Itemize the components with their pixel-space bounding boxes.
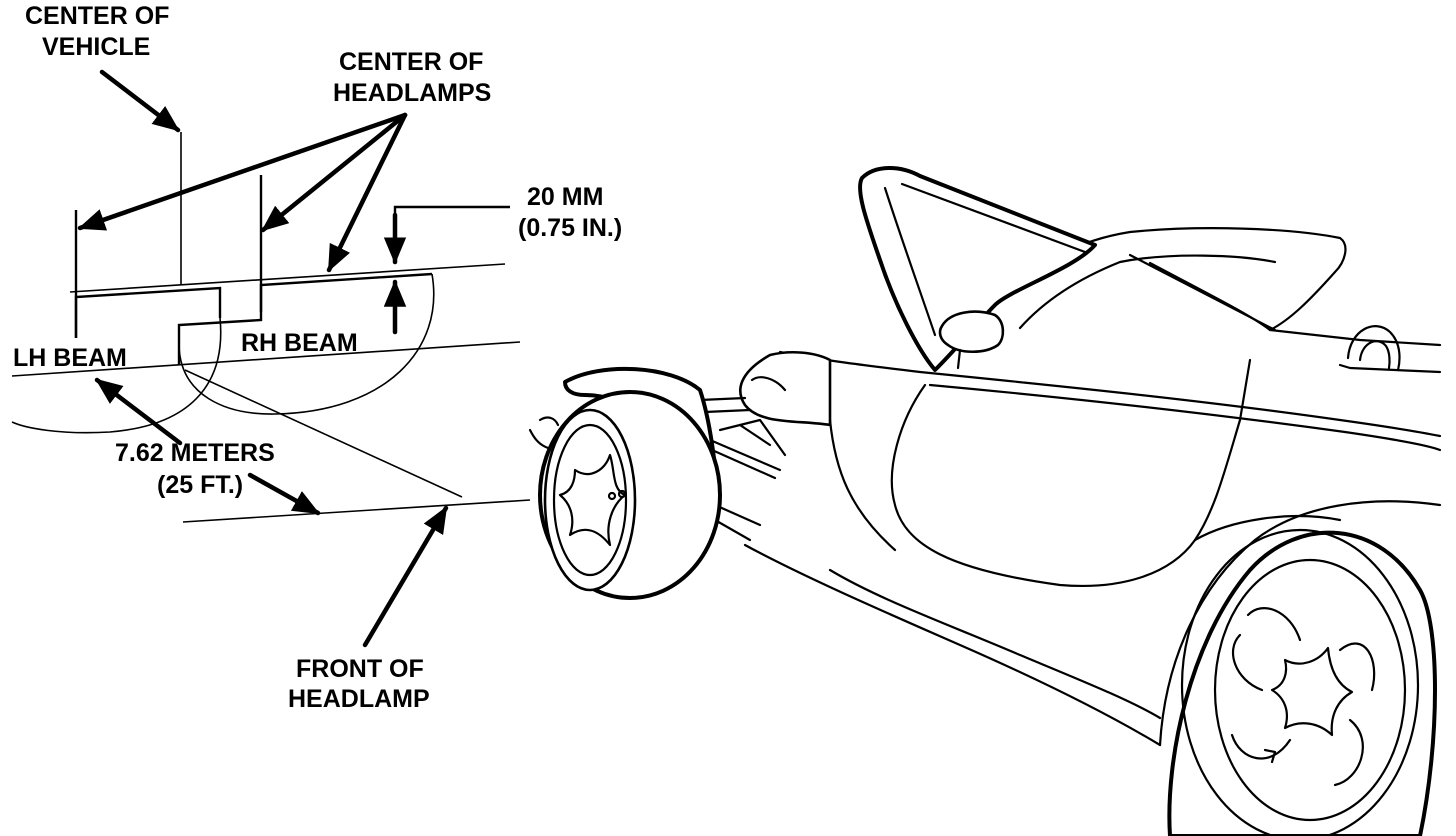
- offset-dimension-label-1: 20 MM: [527, 183, 603, 211]
- offset-dimension-label-2: (0.75 IN.): [518, 214, 622, 242]
- lh-beam-label: LH BEAM: [13, 344, 127, 372]
- rh-beam-label: RH BEAM: [241, 329, 358, 357]
- front-of-headlamp-label-1: FRONT OF: [296, 655, 424, 683]
- center-of-vehicle-label-1: CENTER OF: [25, 2, 169, 30]
- lower-horizontal-line: [11, 341, 521, 377]
- distance-label-1: 7.62 METERS: [115, 439, 275, 467]
- lh-beam-lobe: [11, 317, 222, 434]
- front-of-headlamp-label-2: HEADLAMP: [288, 685, 430, 713]
- leader-arrows: [77, 69, 449, 648]
- center-of-vehicle-label-2: VEHICLE: [42, 33, 150, 61]
- rear-wheel: [1167, 528, 1437, 836]
- labels: CENTER OF VEHICLE CENTER OF HEADLAMPS 20…: [13, 2, 622, 713]
- vehicle-center-arrow: [99, 69, 181, 133]
- distance-diagonal-line: [184, 369, 463, 498]
- rear-fender: [1158, 500, 1442, 747]
- body-beltline: [778, 350, 1442, 438]
- floor-line: [182, 499, 531, 523]
- side-mirror: [938, 310, 1005, 354]
- center-of-headlamps-label-1: CENTER OF: [339, 48, 483, 76]
- aiming-screen: [11, 132, 531, 523]
- headlamp-center-arrow-lh: [77, 112, 408, 231]
- offset-dimension-bracket: [393, 205, 510, 262]
- front-wheel: [528, 390, 722, 600]
- distance-label-2: (25 FT.): [157, 471, 243, 499]
- headlamp-center-arrow-line: [326, 112, 408, 273]
- vehicle-illustration: [528, 166, 1442, 836]
- front-suspension: [698, 396, 787, 542]
- lh-beam-pattern: [74, 286, 222, 338]
- rocker-panel: [743, 543, 1162, 747]
- front-of-headlamp-arrow: [362, 505, 449, 648]
- distance-arrow-up: [94, 377, 183, 446]
- headlamp-center-arrow-rh: [260, 112, 408, 233]
- headlamp-height-line: [69, 263, 506, 293]
- rh-beam-lobe: [178, 273, 435, 415]
- door-panel: [890, 358, 1252, 587]
- roll-bar: [1346, 325, 1401, 372]
- distance-arrow-down: [247, 472, 321, 516]
- center-of-headlamps-label-2: HEADLAMPS: [333, 79, 491, 107]
- rh-beam-pattern: [177, 272, 433, 365]
